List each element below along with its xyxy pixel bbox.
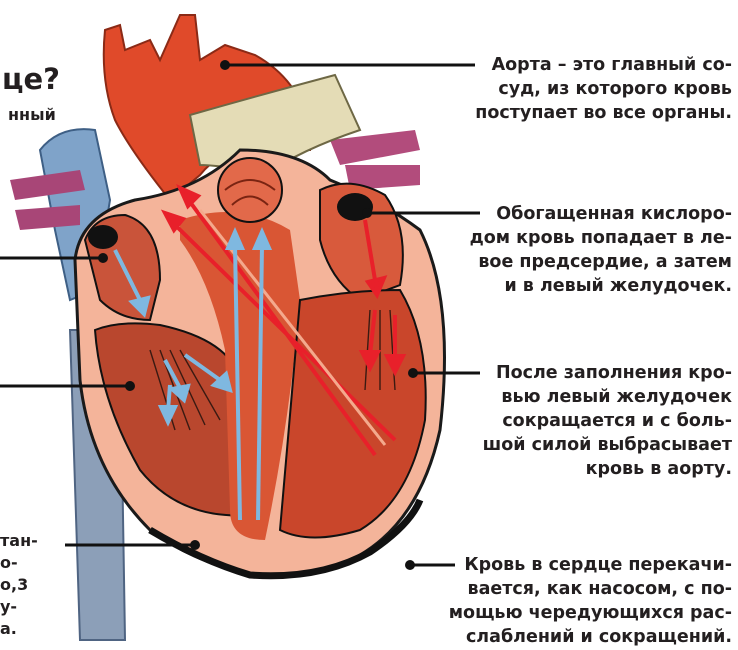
title-fragment: це?	[2, 62, 60, 96]
left-caption-fragment: тан- о- о,3 у- а.	[0, 530, 70, 640]
subtitle-fragment: нный	[8, 105, 56, 124]
caption-pump: Кровь в сердце перекачи- вается, как нас…	[442, 553, 732, 649]
caption-left-atrium: Обогащенная кислоро- дом кровь попадает …	[462, 202, 732, 298]
caption-left-ventricle: После заполнения кро- вью левый желудоче…	[472, 361, 732, 481]
aortic-valve	[218, 158, 282, 222]
caption-aorta: Аорта – это главный со- суд, из которого…	[452, 53, 732, 125]
tricuspid-opening	[88, 225, 118, 249]
